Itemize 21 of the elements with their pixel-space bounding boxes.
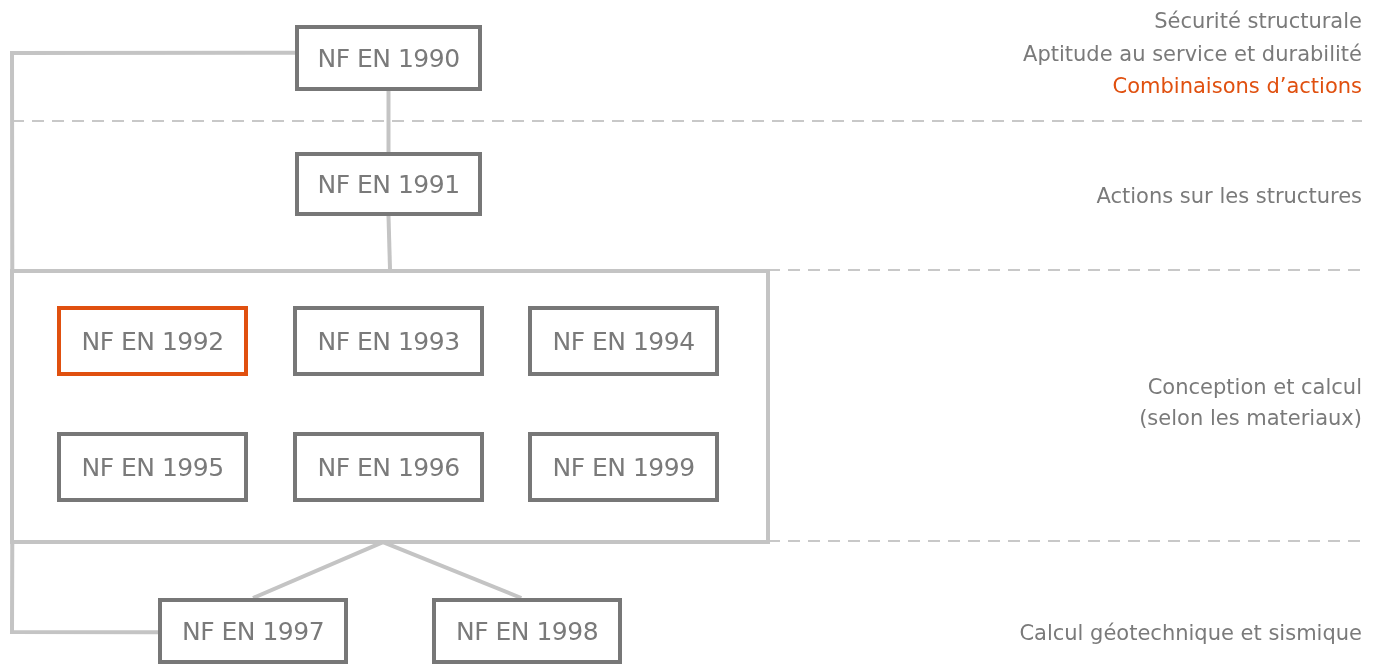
- connector-line: [10, 542, 158, 635]
- group-frame: [10, 269, 770, 544]
- category-label: Actions sur les structures: [1096, 183, 1362, 210]
- standard-box: NF EN 1995: [57, 432, 248, 502]
- standard-box: NF EN 1991: [295, 152, 482, 216]
- connector-line: [10, 50, 295, 271]
- standard-box: NF EN 1999: [528, 432, 719, 502]
- standard-box: NF EN 1997: [158, 598, 348, 664]
- standard-box: NF EN 1990: [295, 25, 482, 91]
- category-label: Aptitude au service et durabilité: [1023, 41, 1362, 68]
- category-label: Combinaisons d’actions: [1112, 73, 1362, 100]
- connector-line: [386, 215, 392, 270]
- standard-box: NF EN 1998: [432, 598, 622, 664]
- category-label: Calcul géotechnique et sismique: [1019, 620, 1362, 647]
- connector-line: [386, 91, 391, 152]
- standard-box: NF EN 1993: [293, 306, 484, 376]
- standard-box: NF EN 1996: [293, 432, 484, 502]
- category-label: Sécurité structurale: [1154, 8, 1362, 35]
- standard-box: NF EN 1992: [57, 306, 248, 376]
- category-label: Conception et calcul (selon les materiaux): [1138, 374, 1362, 432]
- standard-box: NF EN 1994: [528, 306, 719, 376]
